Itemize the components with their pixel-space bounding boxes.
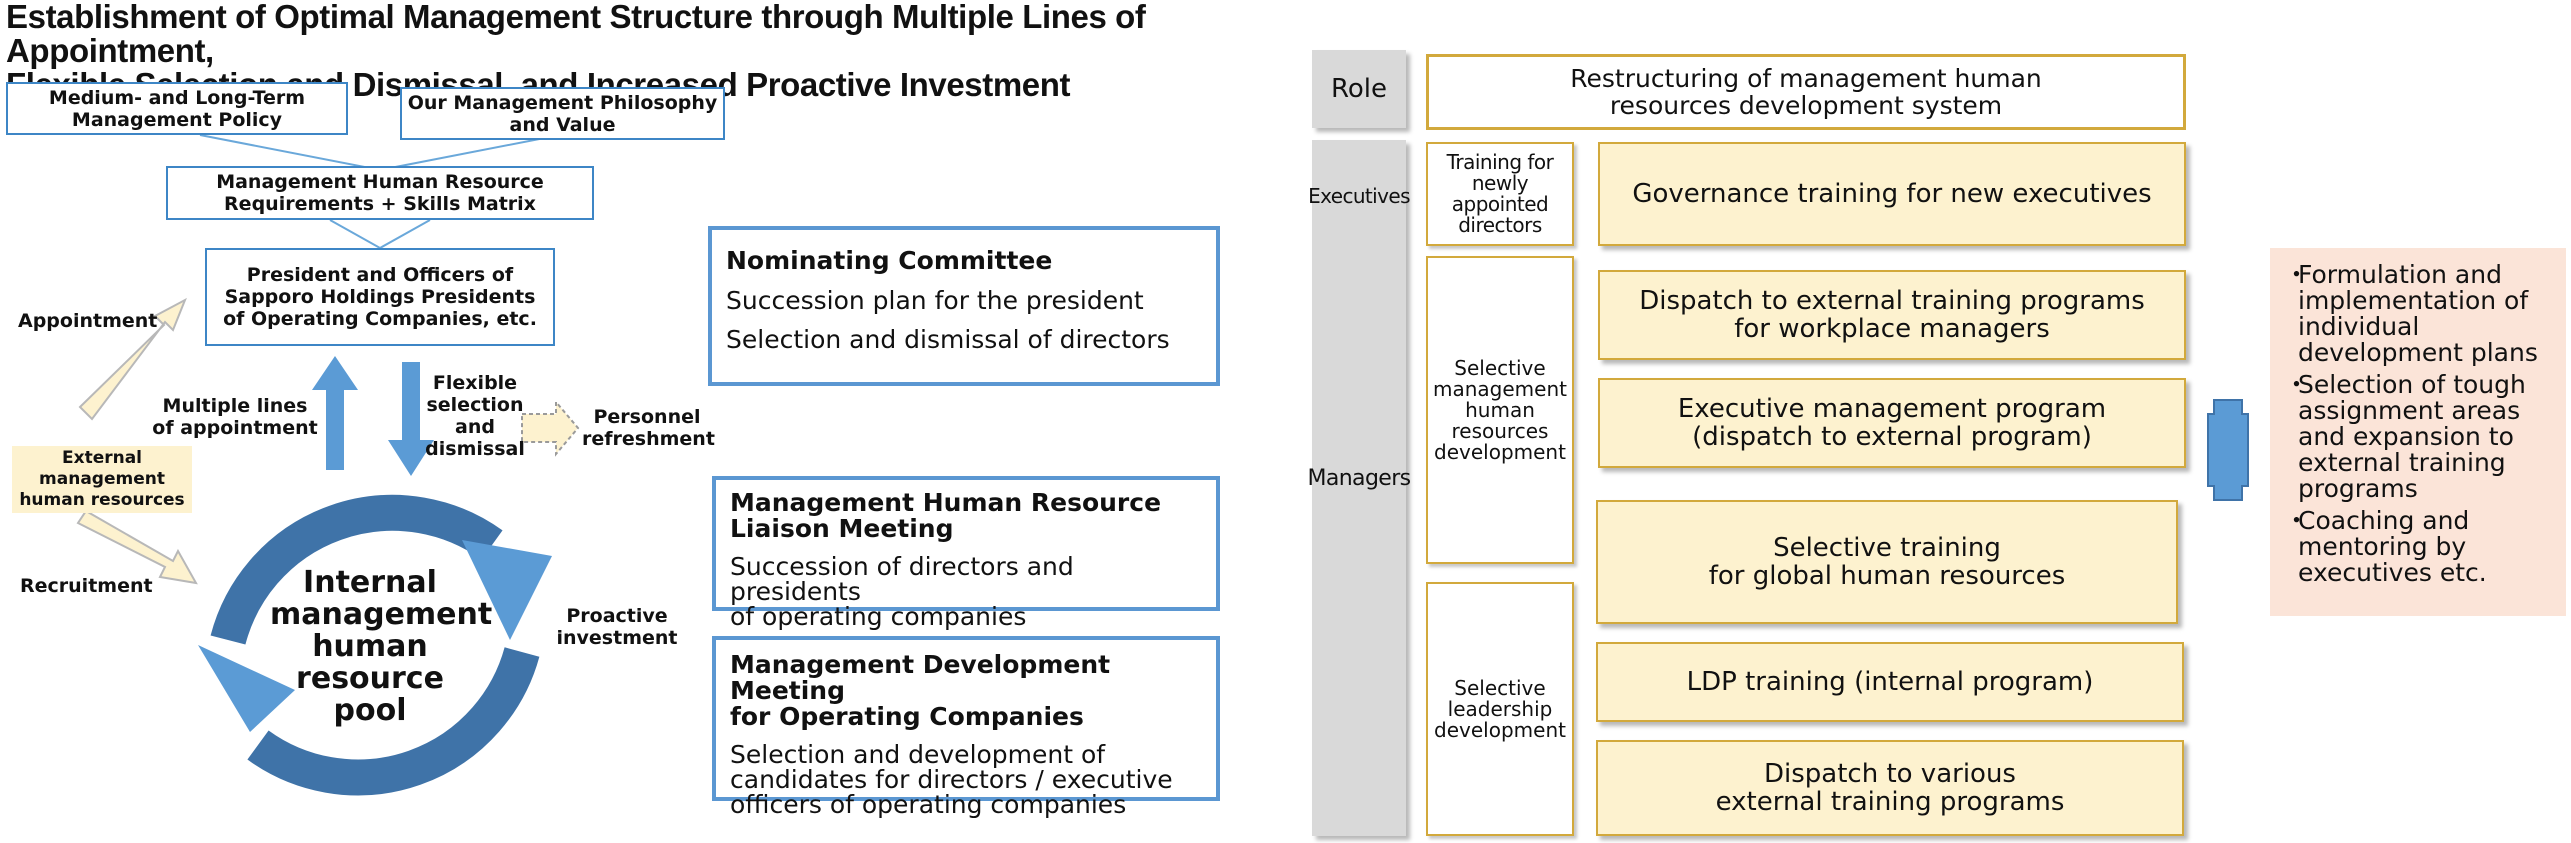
requirements-box: Management Human Resource Requirements +… bbox=[166, 166, 594, 220]
note-bullet: ・ bbox=[2284, 260, 2310, 289]
role-column bbox=[1312, 50, 1406, 128]
policy-box: Medium- and Long-Term Management Policy bbox=[6, 82, 348, 135]
panel-heading: Nominating Committee bbox=[726, 246, 1053, 275]
panel-heading: Management Human Resource Liaison Meetin… bbox=[730, 488, 1162, 543]
external-hr-label: External management human resources bbox=[12, 446, 192, 513]
note-item: ・ Formulation and implementation of indi… bbox=[2284, 262, 2554, 366]
panel-line: Selection and development of candidates … bbox=[730, 740, 1173, 819]
multiple-lines-label: Multiple lines of appointment bbox=[152, 395, 318, 439]
recruitment-label: Recruitment bbox=[20, 575, 153, 597]
recruitment-arrow bbox=[76, 509, 198, 585]
funnel-lines-2 bbox=[329, 219, 431, 250]
up-arrow bbox=[312, 356, 358, 470]
panel-line: Selection and dismissal of directors bbox=[726, 325, 1170, 354]
category-selective-leadership: Selective leadership development bbox=[1426, 582, 1574, 836]
restructuring-header-box: Restructuring of management human resour… bbox=[1426, 54, 2186, 130]
appointment-arrow bbox=[78, 297, 187, 421]
side-column bbox=[1312, 140, 1406, 836]
flexible-selection-label: Flexible selection and dismissal bbox=[425, 372, 525, 460]
liaison-meeting-panel: Management Human Resource Liaison Meetin… bbox=[712, 476, 1220, 629]
proactive-investment-label: Proactive investment bbox=[556, 605, 678, 649]
pool-label: Internal management human resource pool bbox=[270, 565, 493, 728]
note-text: Selection of tough assignment areas and … bbox=[2298, 370, 2526, 503]
note-item: ・ Coaching and mentoring by executives e… bbox=[2284, 508, 2554, 586]
note-item: ・ Selection of tough assignment areas an… bbox=[2284, 372, 2554, 502]
role-label: Role bbox=[1330, 74, 1388, 104]
development-meeting-panel: Management Development Meeting for Opera… bbox=[712, 636, 1220, 817]
program-governance-training: Governance training for new executives bbox=[1598, 142, 2186, 246]
pool-arrowhead-right bbox=[462, 540, 552, 640]
development-notes-box: ・ Formulation and implementation of indi… bbox=[2270, 248, 2566, 616]
note-bullet: ・ bbox=[2284, 370, 2310, 399]
philosophy-box: Our Management Philosophy and Value bbox=[400, 87, 725, 140]
program-global-hr: Selective training for global human reso… bbox=[1596, 500, 2178, 624]
nominating-committee-panel: Nominating Committee Succession plan for… bbox=[708, 226, 1220, 386]
note-bullet: ・ bbox=[2284, 506, 2310, 535]
category-new-directors: Training for newly appointed directors bbox=[1426, 142, 1574, 246]
personnel-refreshment-label: Personnel refreshment bbox=[582, 406, 715, 450]
note-text: Coaching and mentoring by executives etc… bbox=[2298, 506, 2487, 587]
panel-line: Succession plan for the president bbox=[726, 286, 1144, 315]
category-selective-management: Selective management human resources dev… bbox=[1426, 256, 1574, 564]
panel-line: Succession of directors and presidents o… bbox=[730, 552, 1074, 631]
pool-arc-bottom bbox=[247, 647, 540, 796]
funnel-lines-1 bbox=[199, 134, 561, 172]
panel-heading: Management Development Meeting for Opera… bbox=[730, 650, 1111, 731]
double-arrow-icon bbox=[2207, 399, 2249, 501]
program-ldp-training: LDP training (internal program) bbox=[1596, 642, 2184, 722]
left-connectors bbox=[76, 134, 580, 796]
managers-label: Managers bbox=[1307, 465, 1411, 491]
down-arrow bbox=[388, 362, 434, 476]
appointment-label: Appointment bbox=[18, 310, 158, 332]
officers-box: President and Officers of Sapporo Holdin… bbox=[205, 248, 555, 346]
program-executive-management: Executive management program (dispatch t… bbox=[1598, 378, 2186, 468]
refreshment-arrow bbox=[521, 399, 580, 457]
executives-label: Executives bbox=[1308, 184, 1410, 208]
program-workplace-managers: Dispatch to external training programs f… bbox=[1598, 270, 2186, 360]
note-text: Formulation and implementation of indivi… bbox=[2298, 260, 2538, 367]
pool-arc-top bbox=[210, 494, 503, 645]
program-various-external: Dispatch to various external training pr… bbox=[1596, 740, 2184, 836]
pool-arrowhead-left bbox=[198, 645, 295, 732]
